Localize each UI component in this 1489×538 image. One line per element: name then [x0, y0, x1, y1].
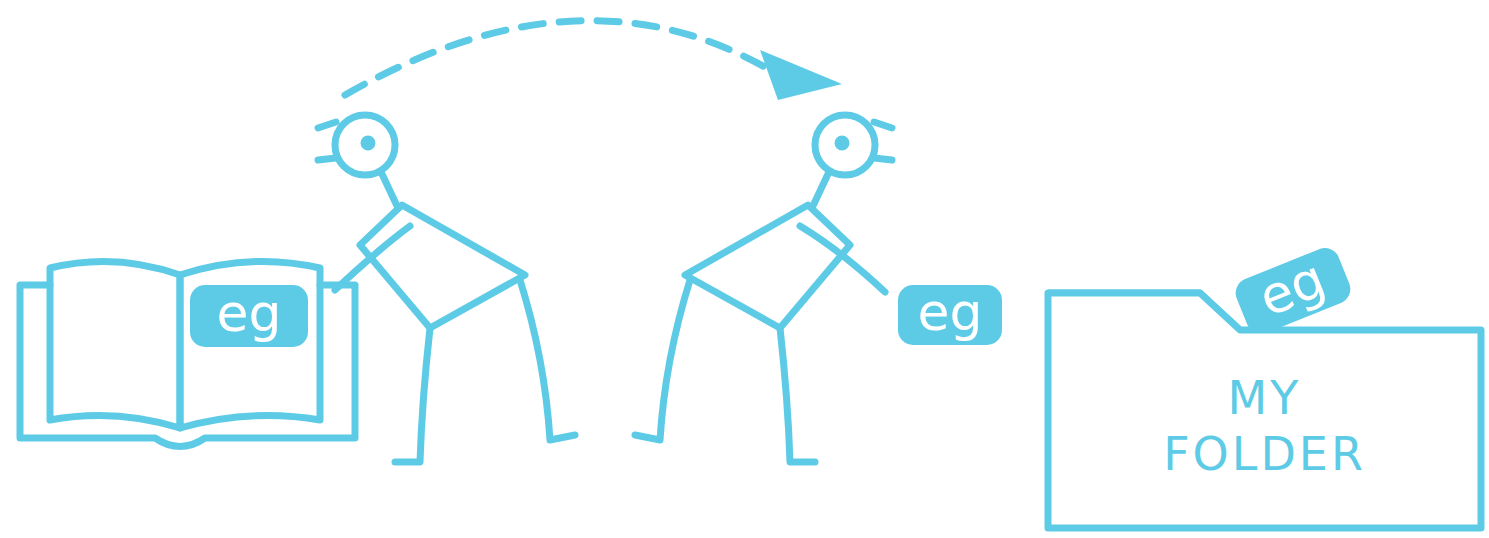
arrow-head: [760, 50, 842, 100]
book-page: [180, 261, 320, 428]
leg: [635, 280, 690, 440]
book-cover: [20, 285, 355, 447]
stick-figure: [635, 115, 892, 462]
example-tag: eg: [190, 285, 308, 347]
example-tag: eg: [1231, 244, 1355, 339]
head: [335, 115, 395, 175]
hair: [874, 122, 892, 160]
book: [20, 261, 355, 446]
tag-text: eg: [1252, 252, 1332, 325]
neck: [812, 174, 828, 208]
eye: [364, 139, 372, 147]
folder-outline: [1048, 293, 1481, 528]
folder-label: MY FOLDER: [1145, 370, 1385, 482]
hair: [318, 122, 336, 160]
stick-figure: [318, 115, 575, 462]
neck: [382, 174, 398, 208]
book-page: [50, 261, 180, 428]
arm: [335, 226, 410, 290]
leg: [395, 328, 430, 462]
leg: [780, 328, 815, 462]
eye: [838, 139, 846, 147]
example-tag: eg: [898, 285, 1002, 345]
dashed-arc: [345, 21, 770, 95]
tag-text: eg: [217, 287, 282, 339]
leg: [520, 280, 575, 440]
tag-text: eg: [918, 286, 983, 338]
torso: [685, 205, 850, 328]
arm: [800, 226, 885, 292]
head: [815, 115, 875, 175]
folder: MY FOLDER eg: [1040, 250, 1489, 538]
torso: [360, 205, 525, 328]
